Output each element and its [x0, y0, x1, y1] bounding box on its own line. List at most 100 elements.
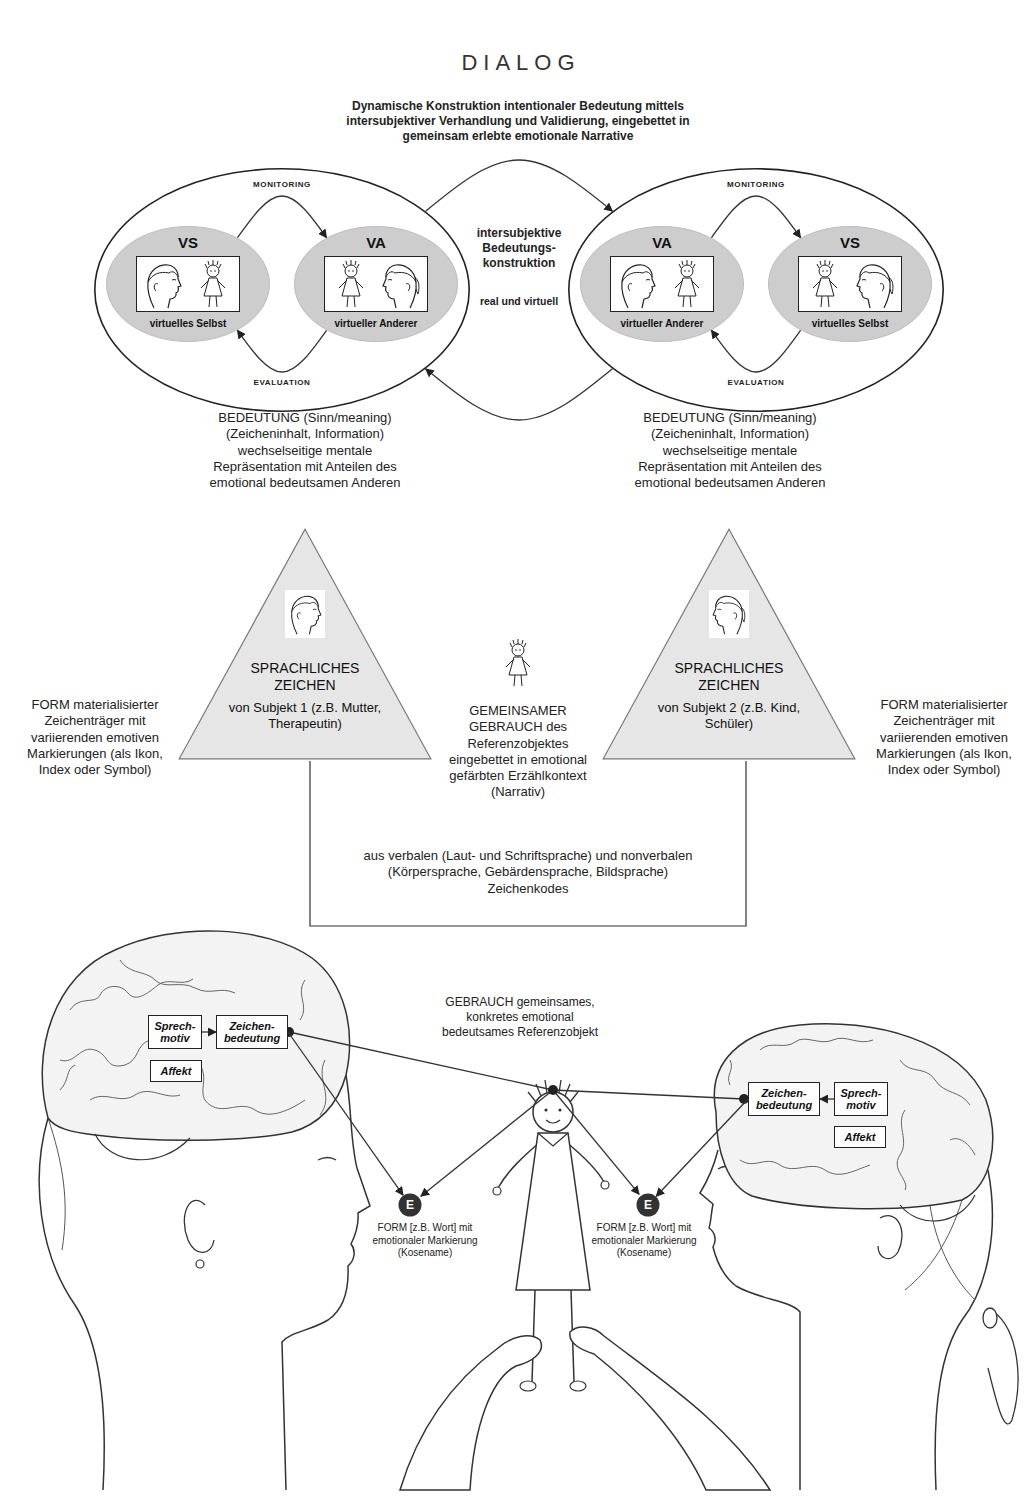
role-picture [799, 257, 902, 312]
subtitle: Dynamische Konstruktion intentionaler Be… [313, 99, 723, 144]
role-name: virtueller Anderer [621, 318, 704, 330]
brain-function: Sprech-motiv [841, 1087, 882, 1111]
form-label: FORM [z.B. Wort] mit emotionaler Markier… [589, 1222, 699, 1260]
box-outline [217, 1016, 288, 1049]
child-head-illustration [700, 1024, 1018, 1490]
sign-triangle: SPRACHLICHES ZEICHEN von Subjekt 1 (z.B. … [178, 528, 432, 760]
form-circle: E [398, 1193, 422, 1217]
connector [237, 330, 326, 372]
reference-line [289, 1032, 744, 1099]
hair-tie [983, 1308, 997, 1328]
subject-icon [292, 596, 321, 634]
form-letter: E [644, 1199, 652, 1211]
ellipse-outline [95, 169, 469, 411]
connector [426, 160, 613, 211]
triangle-outline [179, 529, 431, 759]
brain-function: Sprech-motiv [155, 1020, 196, 1044]
box-outline [149, 1016, 202, 1049]
subject-ellipse: VSvirtuelles SelbstVAvirtueller Anderer [94, 168, 470, 412]
circle-outline [637, 1194, 660, 1217]
role-picture [137, 257, 240, 312]
edge-label: MONITORING [251, 180, 313, 190]
brain [714, 1024, 992, 1209]
doll-hand [601, 1181, 609, 1189]
ear [878, 1216, 902, 1259]
connector [237, 196, 326, 238]
role-picture [611, 257, 714, 312]
doll-dress [516, 1133, 590, 1290]
box-outline [151, 1061, 202, 1082]
meaning-label: BEDEUTUNG (Sinn/meaning) (Zeicheninhalt,… [195, 410, 415, 491]
role-abbreviation: VA [652, 234, 672, 252]
brain-function: Zeichen-bedeutung [224, 1020, 280, 1044]
virtual-role-ellipse: VA virtueller Anderer [580, 226, 744, 342]
eye [318, 1158, 336, 1161]
brain-gyri [60, 960, 326, 1115]
connector [202, 1031, 216, 1032]
form-label: FORM [z.B. Wort] mit emotionaler Markier… [365, 1222, 485, 1260]
subject-ellipse: VA virtueller Anderer VS virtuelles Selbst [568, 168, 944, 412]
hair-strand [48, 1118, 65, 1250]
form-label: FORM materialisierter Zeichenträger mit … [864, 697, 1024, 778]
edge-label: MONITORING [725, 180, 787, 190]
usage-label: GEMEINSAMER GEBRAUCH des Referenzobjekte… [440, 703, 596, 801]
doll-eye [544, 1108, 547, 1111]
form-letter: E [406, 1199, 414, 1211]
brain-box: Zeichen-bedeutung [748, 1082, 820, 1116]
subject-text: von Subjekt 1 (z.B. Mutter, Therapeutin) [219, 700, 391, 733]
virtual-role-ellipse: VA virtueller Anderer [294, 226, 458, 342]
sign-triangle: SPRACHLICHES ZEICHENvon Subjekt 2 (z.B. … [602, 528, 856, 760]
role-abbreviation: VS [840, 234, 860, 252]
reference-arrow [421, 1090, 553, 1196]
role-name: virtuelles Selbst [812, 318, 889, 330]
role-name: virtueller Anderer [335, 318, 418, 330]
usage-label: GEBRAUCH gemeinsames, konkretes emotiona… [428, 995, 612, 1040]
ellipse-outline [769, 227, 932, 342]
sign-heading: SPRACHLICHES ZEICHEN [654, 660, 804, 694]
brain-box: Sprech-motiv [148, 1015, 202, 1049]
edge-label: EVALUATION [726, 378, 787, 388]
sign-heading: SPRACHLICHES ZEICHEN [230, 660, 380, 694]
box-outline [835, 1083, 888, 1116]
adult-head-illustration [39, 931, 370, 1490]
brain-box: Zeichen-bedeutung [216, 1015, 288, 1049]
connector [711, 196, 800, 238]
form-circle: E [636, 1193, 660, 1217]
edge-label: EVALUATION [252, 378, 313, 388]
connector [426, 369, 613, 420]
icon-ground [709, 590, 749, 638]
cerebellum [900, 1195, 975, 1221]
doll-shoe [570, 1381, 586, 1391]
connector [656, 1099, 748, 1196]
ellipse-outline [569, 169, 943, 411]
doll-illustration [400, 1080, 770, 1490]
doll-shoe [520, 1381, 536, 1391]
ellipse-outline [581, 227, 744, 342]
connector [820, 1098, 834, 1099]
ellipse-outline [295, 227, 458, 342]
connector [288, 1032, 403, 1195]
brain-gyri [729, 1038, 975, 1190]
adult-hand [400, 1336, 541, 1490]
ponytail [988, 1312, 1018, 1424]
doll-eye [558, 1108, 561, 1111]
earring [196, 1260, 204, 1268]
brain-function: Zeichen-bedeutung [756, 1087, 812, 1111]
referent-dot [548, 1085, 558, 1095]
doll-icon [506, 639, 530, 686]
role-picture [325, 257, 428, 312]
doll-mouth [546, 1120, 560, 1123]
triangle-outline [603, 529, 855, 759]
head-back [935, 1170, 992, 1490]
face-profile [282, 1075, 370, 1490]
code-label: aus verbalen (Laut- und Schriftsprache) … [353, 848, 703, 897]
role-abbreviation: VA [366, 234, 386, 252]
exchange-label: real und virtuell [478, 295, 560, 308]
doll-hand [493, 1187, 501, 1195]
icon-ground [285, 590, 325, 638]
meaning-label: BEDEUTUNG (Sinn/meaning) (Zeicheninhalt,… [620, 410, 840, 491]
brain-box: Affekt [834, 1126, 886, 1148]
brain-box: Affekt [150, 1060, 202, 1082]
box-outline [749, 1083, 820, 1116]
doll-collar [538, 1133, 568, 1146]
